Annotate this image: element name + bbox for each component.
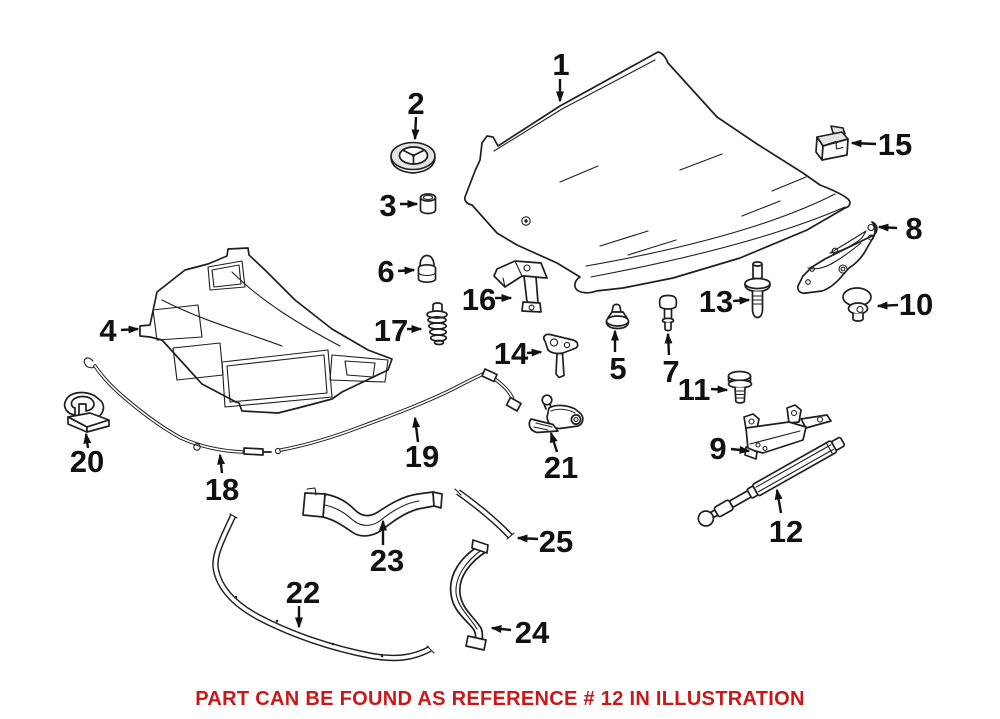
part-22-front-seal [212, 513, 435, 662]
callout-14: 14 [494, 336, 543, 371]
part-number-label-2: 2 [407, 86, 424, 121]
callout-arrow-21 [549, 431, 559, 453]
part-12-gas-strut [697, 436, 846, 527]
part-1-hood-panel [463, 51, 851, 294]
callout-12: 12 [769, 488, 803, 549]
part-number-label-1: 1 [552, 47, 569, 82]
part-number-label-10: 10 [899, 287, 933, 322]
part-number-label-14: 14 [494, 336, 529, 371]
callout-7: 7 [662, 332, 680, 389]
part-14-catch-plate [542, 333, 579, 379]
callout-15: 15 [850, 127, 912, 162]
callout-arrow-14 [526, 348, 543, 357]
callout-arrow-2 [411, 116, 420, 141]
callout-arrow-19 [412, 416, 421, 443]
part-number-label-4: 4 [99, 313, 117, 348]
callout-2: 2 [407, 86, 425, 141]
part-15-bracket-clip [815, 125, 849, 161]
callout-arrow-9 [730, 445, 751, 454]
part-number-label-20: 20 [70, 444, 104, 479]
callout-arrow-13 [732, 296, 751, 305]
part-number-label-8: 8 [905, 211, 922, 246]
callout-4: 4 [99, 313, 140, 348]
callout-16: 16 [462, 282, 513, 317]
part-4-insulator-pad [139, 247, 393, 414]
callout-arrow-4 [120, 325, 140, 334]
part-number-label-3: 3 [379, 188, 396, 223]
callout-22: 22 [286, 575, 320, 629]
callout-11: 11 [678, 372, 729, 407]
callout-9: 9 [709, 431, 751, 466]
callout-arrow-7 [664, 332, 673, 356]
part-number-label-25: 25 [539, 524, 573, 559]
callout-6: 6 [377, 254, 416, 289]
callout-18: 18 [205, 453, 239, 507]
part-number-label-11: 11 [678, 372, 711, 407]
part-24-side-seal [449, 539, 489, 651]
part-number-label-9: 9 [709, 431, 726, 466]
callout-arrow-18 [217, 453, 226, 474]
callout-3: 3 [379, 188, 419, 223]
reference-caption: PART CAN BE FOUND AS REFERENCE # 12 IN I… [195, 688, 805, 710]
callout-5: 5 [609, 329, 627, 386]
part-number-label-16: 16 [462, 282, 496, 317]
part-21-hood-latch [528, 394, 584, 434]
part-7-ball-stud [658, 294, 678, 332]
callout-23: 23 [370, 519, 404, 578]
callout-20: 20 [70, 432, 104, 479]
callout-arrow-8 [877, 223, 898, 232]
part-number-label-19: 19 [405, 439, 439, 474]
part-23-seal-section [302, 487, 443, 537]
part-5-clip [605, 303, 630, 330]
part-number-label-18: 18 [205, 472, 239, 507]
part-3-grommet [419, 193, 437, 215]
part-13-stud-bolt [744, 261, 771, 319]
callout-arrow-11 [710, 385, 729, 394]
part-19-release-cable-rear [274, 368, 522, 455]
part-number-label-5: 5 [609, 351, 626, 386]
part-number-label-12: 12 [769, 514, 803, 549]
part-number-label-24: 24 [515, 615, 550, 650]
callout-24: 24 [490, 615, 550, 650]
part-number-label-13: 13 [699, 284, 733, 319]
part-number-label-23: 23 [370, 543, 404, 578]
callout-10: 10 [876, 287, 933, 322]
part-2-emblem [390, 141, 436, 174]
part-6-plug [417, 254, 437, 284]
part-20-cable-clip [63, 391, 110, 433]
part-18-release-cable-front [83, 357, 272, 456]
part-16-bracket [493, 260, 548, 313]
part-number-label-15: 15 [878, 127, 912, 162]
callout-8: 8 [877, 211, 923, 246]
part-8-hinge [797, 221, 878, 295]
callout-arrow-24 [490, 625, 512, 633]
callout-arrow-20 [83, 432, 92, 449]
part-10-buffer [842, 287, 872, 322]
callout-17: 17 [374, 313, 423, 348]
callout-arrow-15 [850, 139, 877, 148]
callout-arrow-25 [516, 534, 539, 543]
part-17-spring-pin [426, 302, 448, 346]
callout-21: 21 [544, 431, 578, 485]
part-number-label-17: 17 [374, 313, 408, 348]
callout-1: 1 [552, 47, 570, 103]
callout-arrow-6 [397, 266, 416, 275]
part-number-label-6: 6 [377, 254, 394, 289]
callout-13: 13 [699, 284, 751, 319]
callout-25: 25 [516, 524, 573, 559]
part-number-label-22: 22 [286, 575, 320, 610]
part-number-label-7: 7 [662, 354, 679, 389]
part-25-seal-strip [454, 488, 515, 540]
part-number-label-21: 21 [544, 450, 578, 485]
callout-19: 19 [405, 416, 439, 474]
part-11-bolt [727, 370, 753, 404]
callout-arrow-12 [774, 488, 783, 514]
callout-arrow-10 [876, 301, 899, 310]
